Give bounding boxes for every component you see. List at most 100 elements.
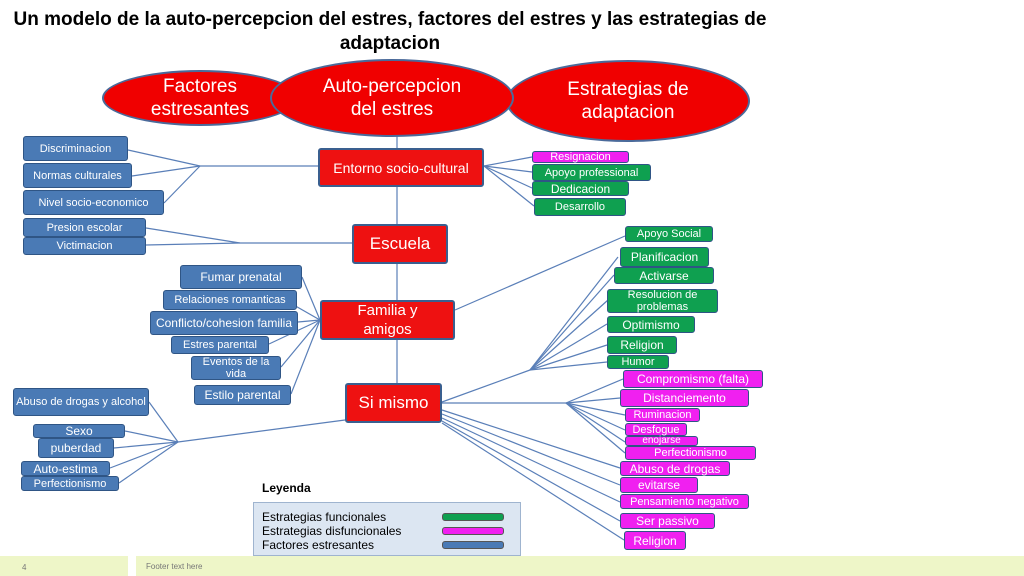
estrategia-activarse: Activarse (614, 267, 714, 284)
connector (441, 369, 531, 403)
estrategia-resolucion-de-problemas: Resolucion de problemas (607, 289, 718, 313)
center-entorno-label: Entorno socio-cultural (333, 159, 469, 176)
connector (565, 402, 626, 443)
connector (163, 165, 201, 204)
connector (131, 165, 201, 177)
factor-normas-culturales: Normas culturales (23, 163, 132, 188)
estrategia-religion-disfuncional: Religion (624, 531, 686, 550)
page-number: 4 (22, 563, 27, 572)
factor-discriminacion: Discriminacion (23, 136, 128, 161)
estrategia-apoyo-social: Apoyo Social (625, 226, 713, 242)
connector (565, 402, 626, 431)
legend-disfuncionales-swatch (442, 527, 504, 535)
legend-box: Estrategias funcionales Estrategias disf… (253, 502, 521, 556)
factor-eventos-de-la-vida: Eventos de la vida (191, 356, 281, 380)
connector (177, 419, 346, 443)
auto-percepcion-header: Auto-percepcion del estres (270, 59, 514, 137)
factor-estres-parental: Estres parental (171, 336, 269, 354)
estrategias-adaptacion-header: Estrategias de adaptacion (506, 60, 750, 142)
estrategia-compromiso-falta: Compromismo (falta) (623, 370, 763, 388)
footer-text: Footer text here (146, 562, 203, 571)
factor-conflicto-cohesion-familia: Conflicto/cohesion familia (150, 311, 298, 335)
estrategia-dedicacion: Dedicacion (532, 181, 629, 196)
factor-estilo-parental: Estilo parental (194, 385, 291, 405)
estrategia-perfeccionismo: Perfectionismo (625, 446, 756, 460)
connector (529, 344, 608, 371)
legend-factores-label: Factores estresantes (262, 538, 375, 552)
connector (483, 165, 533, 173)
auto-percepcion-header-label: Auto-percepcion del estres (322, 76, 462, 120)
connector (529, 299, 609, 371)
legend-factores-swatch (442, 541, 504, 549)
connector (148, 401, 179, 443)
factor-perfeccionismo: Perfectionismo (21, 476, 119, 491)
center-escuela: Escuela (352, 224, 448, 264)
factores-estresantes-header: Factores estresantes (102, 70, 298, 126)
connector (529, 361, 608, 371)
connector (441, 413, 621, 486)
connector (483, 165, 535, 207)
estrategia-desfogue: Desfogue (625, 423, 687, 436)
estrategia-planificacion: Planificacion (620, 247, 709, 267)
estrategia-desarrollo: Desarrollo (534, 198, 626, 216)
connector (124, 430, 179, 443)
factor-abuso-drogas-alcohol: Abuso de drogas y alcohol (13, 388, 149, 416)
legend-funcionales-swatch (442, 513, 504, 521)
factor-fumar-prenatal: Fumar prenatal (180, 265, 302, 289)
factor-relaciones-romanticas: Relaciones romanticas (163, 290, 297, 310)
estrategia-ser-passivo: Ser passivo (620, 513, 715, 529)
factor-auto-estima: Auto-estima (21, 461, 110, 476)
connector (483, 156, 533, 167)
estrategias-header-label: Estrategias de adaptacion (567, 79, 689, 123)
footer-bar (136, 556, 1024, 576)
connector (118, 441, 179, 484)
legend-disfuncionales-label: Estrategias disfuncionales (262, 524, 402, 538)
connector (109, 441, 179, 469)
center-si-mismo-label: Si mismo (358, 393, 429, 412)
connector (529, 323, 608, 371)
estrategia-evitarse: evitarse (620, 477, 698, 493)
estrategia-distanciamiento: Distanciemento (620, 389, 749, 407)
connector (441, 420, 621, 522)
factor-puberdad: puberdad (38, 438, 114, 458)
estrategia-pensamiento-negativo: Pensamiento negativo (620, 494, 749, 509)
estrategia-apoyo-professional: Apoyo professional (532, 164, 651, 181)
center-entorno-socio-cultural: Entorno socio-cultural (318, 148, 484, 187)
connector (565, 378, 624, 404)
center-si-mismo: Si mismo (345, 383, 442, 423)
factor-sexo: Sexo (33, 424, 125, 438)
legend-title: Leyenda (262, 481, 311, 495)
factor-victimacion: Victimacion (23, 237, 146, 255)
connector (529, 274, 615, 371)
connector (441, 417, 621, 503)
connector (565, 402, 626, 416)
estrategia-optimismo: Optimismo (607, 316, 695, 333)
connector (565, 397, 621, 404)
connector (127, 149, 201, 167)
connector (565, 402, 626, 454)
center-familia-label: Familia y amigos (357, 302, 418, 338)
estrategia-enojarse: enojarse (625, 436, 698, 446)
slide-title: Un modelo de la auto-percepcion del estr… (13, 9, 767, 54)
connector (441, 409, 621, 469)
connector (280, 319, 321, 368)
connector (529, 256, 619, 371)
center-familia-y-amigos: Familia y amigos (320, 300, 455, 340)
estrategia-humor: Humor (607, 355, 669, 369)
connector (483, 165, 533, 189)
estrategia-resignacion: Resignacion (532, 151, 629, 163)
estrategia-ruminacion: Ruminacion (625, 408, 700, 422)
connector (301, 276, 321, 321)
connector (145, 242, 241, 246)
connector (297, 319, 321, 323)
connector (290, 319, 321, 395)
factor-nivel-socio-economico: Nivel socio-economico (23, 190, 164, 215)
footer-page-bar (0, 556, 128, 576)
factores-header-label: Factores estresantes (150, 76, 250, 120)
estrategia-abuso-de-drogas: Abuso de drogas (620, 461, 730, 476)
estrategia-religion: Religion (607, 336, 677, 354)
center-escuela-label: Escuela (369, 234, 431, 253)
connector (454, 235, 626, 311)
connector (441, 422, 625, 541)
